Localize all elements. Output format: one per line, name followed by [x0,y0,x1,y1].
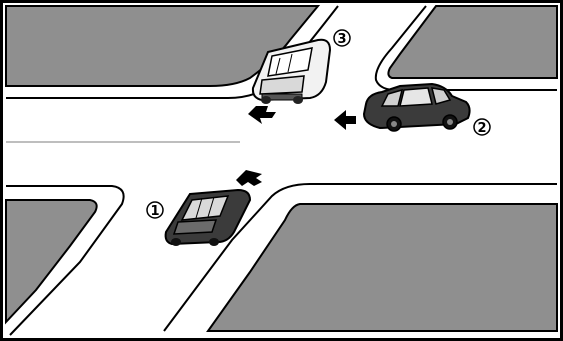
car-3-marker: 3 [334,30,350,47]
car-2-marker: 2 [474,119,490,136]
car-3-marker-label: 3 [337,32,346,47]
car-1-marker-label: 1 [150,204,159,219]
car-1-marker: 1 [147,202,163,219]
car-2-marker-label: 2 [477,121,486,136]
